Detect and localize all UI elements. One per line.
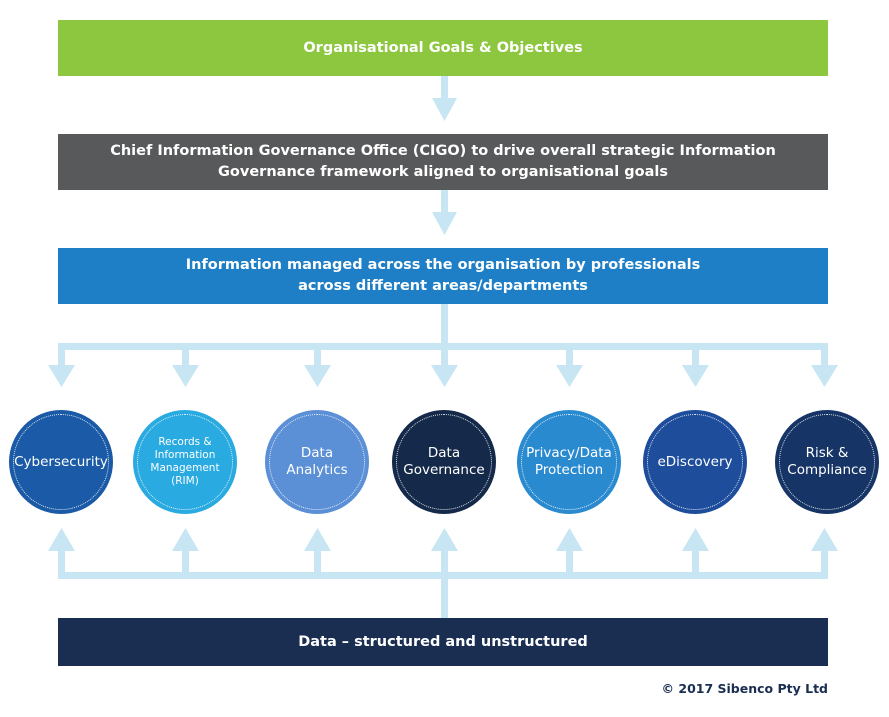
copyright-notice: © 2017 Sibenco Pty Ltd (661, 681, 828, 696)
privacy-label-line1: Privacy/Data (526, 445, 612, 461)
information-managed-label-line2: across different areas/departments (298, 278, 588, 294)
data-governance-label: Data Governance (397, 445, 490, 479)
cybersecurity-label: Cybersecurity (8, 454, 114, 471)
ediscovery-circle: eDiscovery (643, 410, 747, 514)
data-structured-box: Data – structured and unstructured (58, 618, 828, 666)
cybersecurity-circle: Cybersecurity (9, 410, 113, 514)
data-structured-label: Data – structured and unstructured (298, 633, 588, 650)
rim-label-line4: (RIM) (171, 475, 199, 487)
ediscovery-label: eDiscovery (651, 454, 738, 471)
cigo-label-line2: Governance framework aligned to organisa… (218, 164, 668, 180)
cigo-box: Chief Information Governance Office (CIG… (58, 134, 828, 190)
data-governance-circle: Data Governance (392, 410, 496, 514)
risk-compliance-label-line1: Risk & (805, 445, 849, 461)
cigo-label-line1: Chief Information Governance Office (CIG… (110, 143, 776, 159)
privacy-label: Privacy/Data Protection (520, 445, 618, 479)
risk-compliance-label: Risk & Compliance (781, 445, 872, 479)
data-governance-label-line2: Governance (403, 462, 485, 478)
cybersecurity-label-text: Cybersecurity (14, 453, 108, 470)
data-analytics-label-line1: Data (300, 445, 334, 461)
data-governance-label-line1: Data (427, 445, 461, 461)
privacy-data-protection-circle: Privacy/Data Protection (517, 410, 621, 514)
data-analytics-label-line2: Analytics (286, 462, 348, 478)
rim-label-line2: Information (154, 449, 216, 461)
rim-label: Records & Information Management (RIM) (144, 436, 225, 488)
risk-compliance-circle: Risk & Compliance (775, 410, 879, 514)
records-information-management-circle: Records & Information Management (RIM) (133, 410, 237, 514)
privacy-label-line2: Protection (534, 462, 604, 478)
risk-compliance-label-line2: Compliance (787, 462, 867, 478)
ediscovery-label-text: eDiscovery (657, 453, 733, 470)
information-managed-label-line1: Information managed across the organisat… (185, 257, 701, 273)
data-analytics-circle: Data Analytics (265, 410, 369, 514)
rim-label-line3: Management (150, 462, 220, 474)
information-managed-box: Information managed across the organisat… (58, 248, 828, 304)
organisational-goals-label: Organisational Goals & Objectives (303, 39, 583, 56)
data-analytics-label: Data Analytics (280, 445, 353, 479)
rim-label-line1: Records & (158, 436, 212, 448)
organisational-goals-box: Organisational Goals & Objectives (58, 20, 828, 76)
